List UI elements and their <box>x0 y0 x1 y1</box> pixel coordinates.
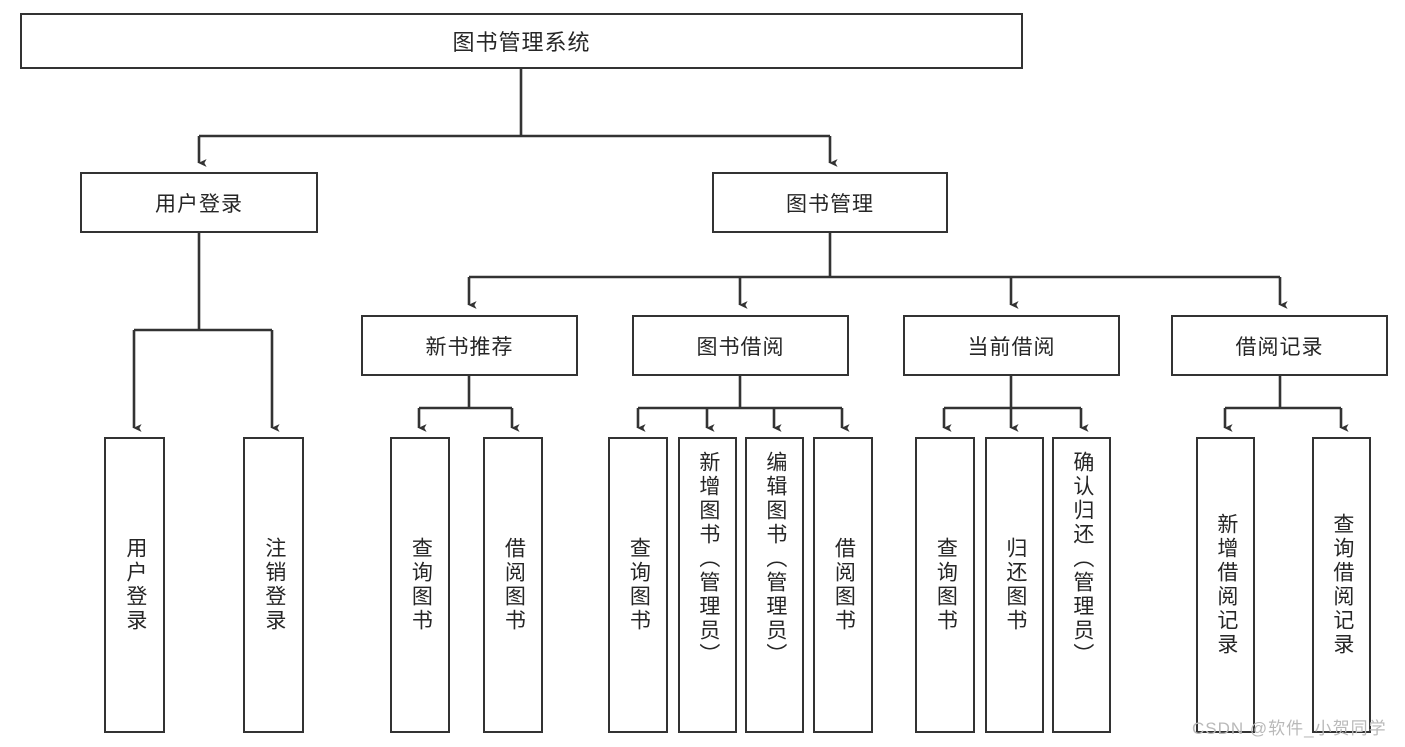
node-label: 注销登录 <box>262 537 286 633</box>
node-label: 查询借阅记录 <box>1330 513 1354 657</box>
node-label: 用户登录 <box>123 537 147 633</box>
leaf-confirm-return-admin[interactable]: 确认归还（管理员） <box>1052 437 1111 733</box>
csdn-watermark: CSDN @软件_小贺同学 <box>1192 719 1387 738</box>
node-label: 新增图书（管理员） <box>696 451 720 667</box>
node-label: 借阅图书 <box>832 537 856 633</box>
node-label: 查询图书 <box>934 537 958 633</box>
node-label: 借阅记录 <box>1235 335 1324 359</box>
node-label: 查询图书 <box>409 537 433 633</box>
node-current-borrow[interactable]: 当前借阅 <box>903 315 1120 376</box>
leaf-borrow-book[interactable]: 借阅图书 <box>813 437 873 733</box>
node-label: 用户登录 <box>155 192 243 216</box>
leaf-query-book-current[interactable]: 查询图书 <box>915 437 975 733</box>
node-root-book-management-system[interactable]: 图书管理系统 <box>20 13 1023 69</box>
node-user-login[interactable]: 用户登录 <box>80 172 318 233</box>
node-borrow-record[interactable]: 借阅记录 <box>1171 315 1388 376</box>
node-label: 归还图书 <box>1003 537 1027 633</box>
node-label: 当前借阅 <box>967 335 1056 359</box>
leaf-query-book-borrow[interactable]: 查询图书 <box>608 437 668 733</box>
leaf-borrow-book-recommend[interactable]: 借阅图书 <box>483 437 543 733</box>
leaf-user-login[interactable]: 用户登录 <box>104 437 165 733</box>
node-label: 新书推荐 <box>425 335 514 359</box>
leaf-logout-login[interactable]: 注销登录 <box>243 437 304 733</box>
node-label: 图书管理 <box>786 192 874 216</box>
node-new-book-recommend[interactable]: 新书推荐 <box>361 315 578 376</box>
node-label: 图书借阅 <box>696 335 785 359</box>
leaf-add-book-admin[interactable]: 新增图书（管理员） <box>678 437 737 733</box>
node-label: 确认归还（管理员） <box>1070 451 1094 667</box>
leaf-add-borrow-record[interactable]: 新增借阅记录 <box>1196 437 1255 733</box>
node-book-management[interactable]: 图书管理 <box>712 172 948 233</box>
node-label: 查询图书 <box>627 537 651 633</box>
node-book-borrow[interactable]: 图书借阅 <box>632 315 849 376</box>
leaf-query-borrow-record[interactable]: 查询借阅记录 <box>1312 437 1371 733</box>
node-label: 新增借阅记录 <box>1214 513 1238 657</box>
node-label: 编辑图书（管理员） <box>763 451 787 667</box>
leaf-edit-book-admin[interactable]: 编辑图书（管理员） <box>745 437 804 733</box>
node-label: 借阅图书 <box>502 537 526 633</box>
leaf-return-book[interactable]: 归还图书 <box>985 437 1044 733</box>
node-label: 图书管理系统 <box>452 30 591 55</box>
leaf-query-book-recommend[interactable]: 查询图书 <box>390 437 450 733</box>
